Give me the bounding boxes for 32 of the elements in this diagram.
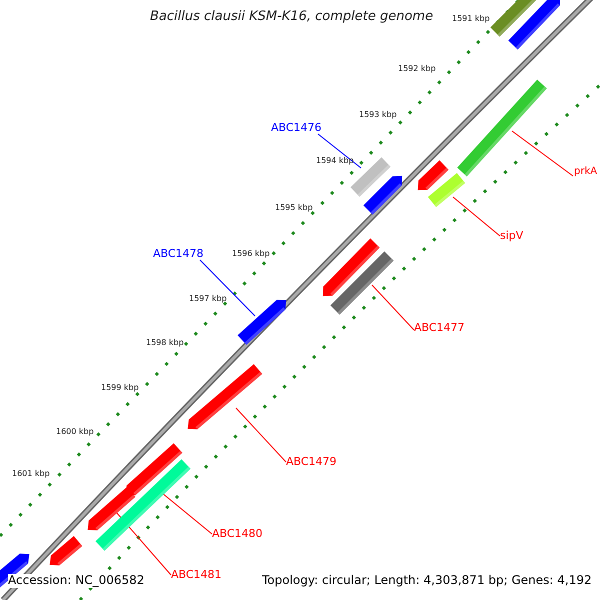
scale-label: 1594 kbp bbox=[316, 156, 354, 166]
gene-bar bbox=[330, 251, 394, 315]
gene-label: ABC1481 bbox=[171, 569, 222, 582]
scale-label: 1599 kbp bbox=[101, 383, 139, 392]
gene-bar bbox=[457, 80, 547, 176]
scale-label: 1595 kbp bbox=[275, 203, 313, 212]
leader-line bbox=[512, 130, 574, 176]
leader-line bbox=[318, 134, 362, 168]
title: Bacillus clausii KSM-K16, complete genome bbox=[150, 10, 434, 25]
gene-label: sipV bbox=[500, 230, 524, 243]
gene-label: ABC1476 bbox=[271, 122, 322, 135]
leader-line bbox=[200, 260, 256, 316]
gene-label: ABC1480 bbox=[212, 528, 263, 541]
leader-line bbox=[372, 284, 414, 330]
gene-bar bbox=[428, 173, 466, 207]
scale-label: 1601 kbp bbox=[12, 469, 50, 478]
gene-label: ABC1477 bbox=[414, 322, 465, 335]
leader-line bbox=[162, 492, 212, 534]
leader-line bbox=[116, 512, 172, 576]
gene-label: ABC1478 bbox=[153, 248, 204, 261]
scale-label: 1593 kbp bbox=[359, 110, 397, 120]
scale-label: 1596 kbp bbox=[232, 249, 270, 258]
gene-bar bbox=[188, 364, 262, 430]
gene-bar bbox=[88, 487, 136, 530]
leader-line bbox=[452, 196, 500, 236]
scale-label: 1591 kbp bbox=[452, 14, 490, 24]
gene-bar bbox=[238, 300, 286, 345]
gene-label: prkA bbox=[574, 166, 598, 178]
accession-text: Accession: NC_006582 bbox=[8, 574, 144, 588]
gene-label: ABC1479 bbox=[286, 456, 337, 469]
leader-line bbox=[236, 408, 286, 462]
genome-info-text: Topology: circular; Length: 4,303,871 bp; Genes: 4,192 bbox=[262, 574, 592, 588]
